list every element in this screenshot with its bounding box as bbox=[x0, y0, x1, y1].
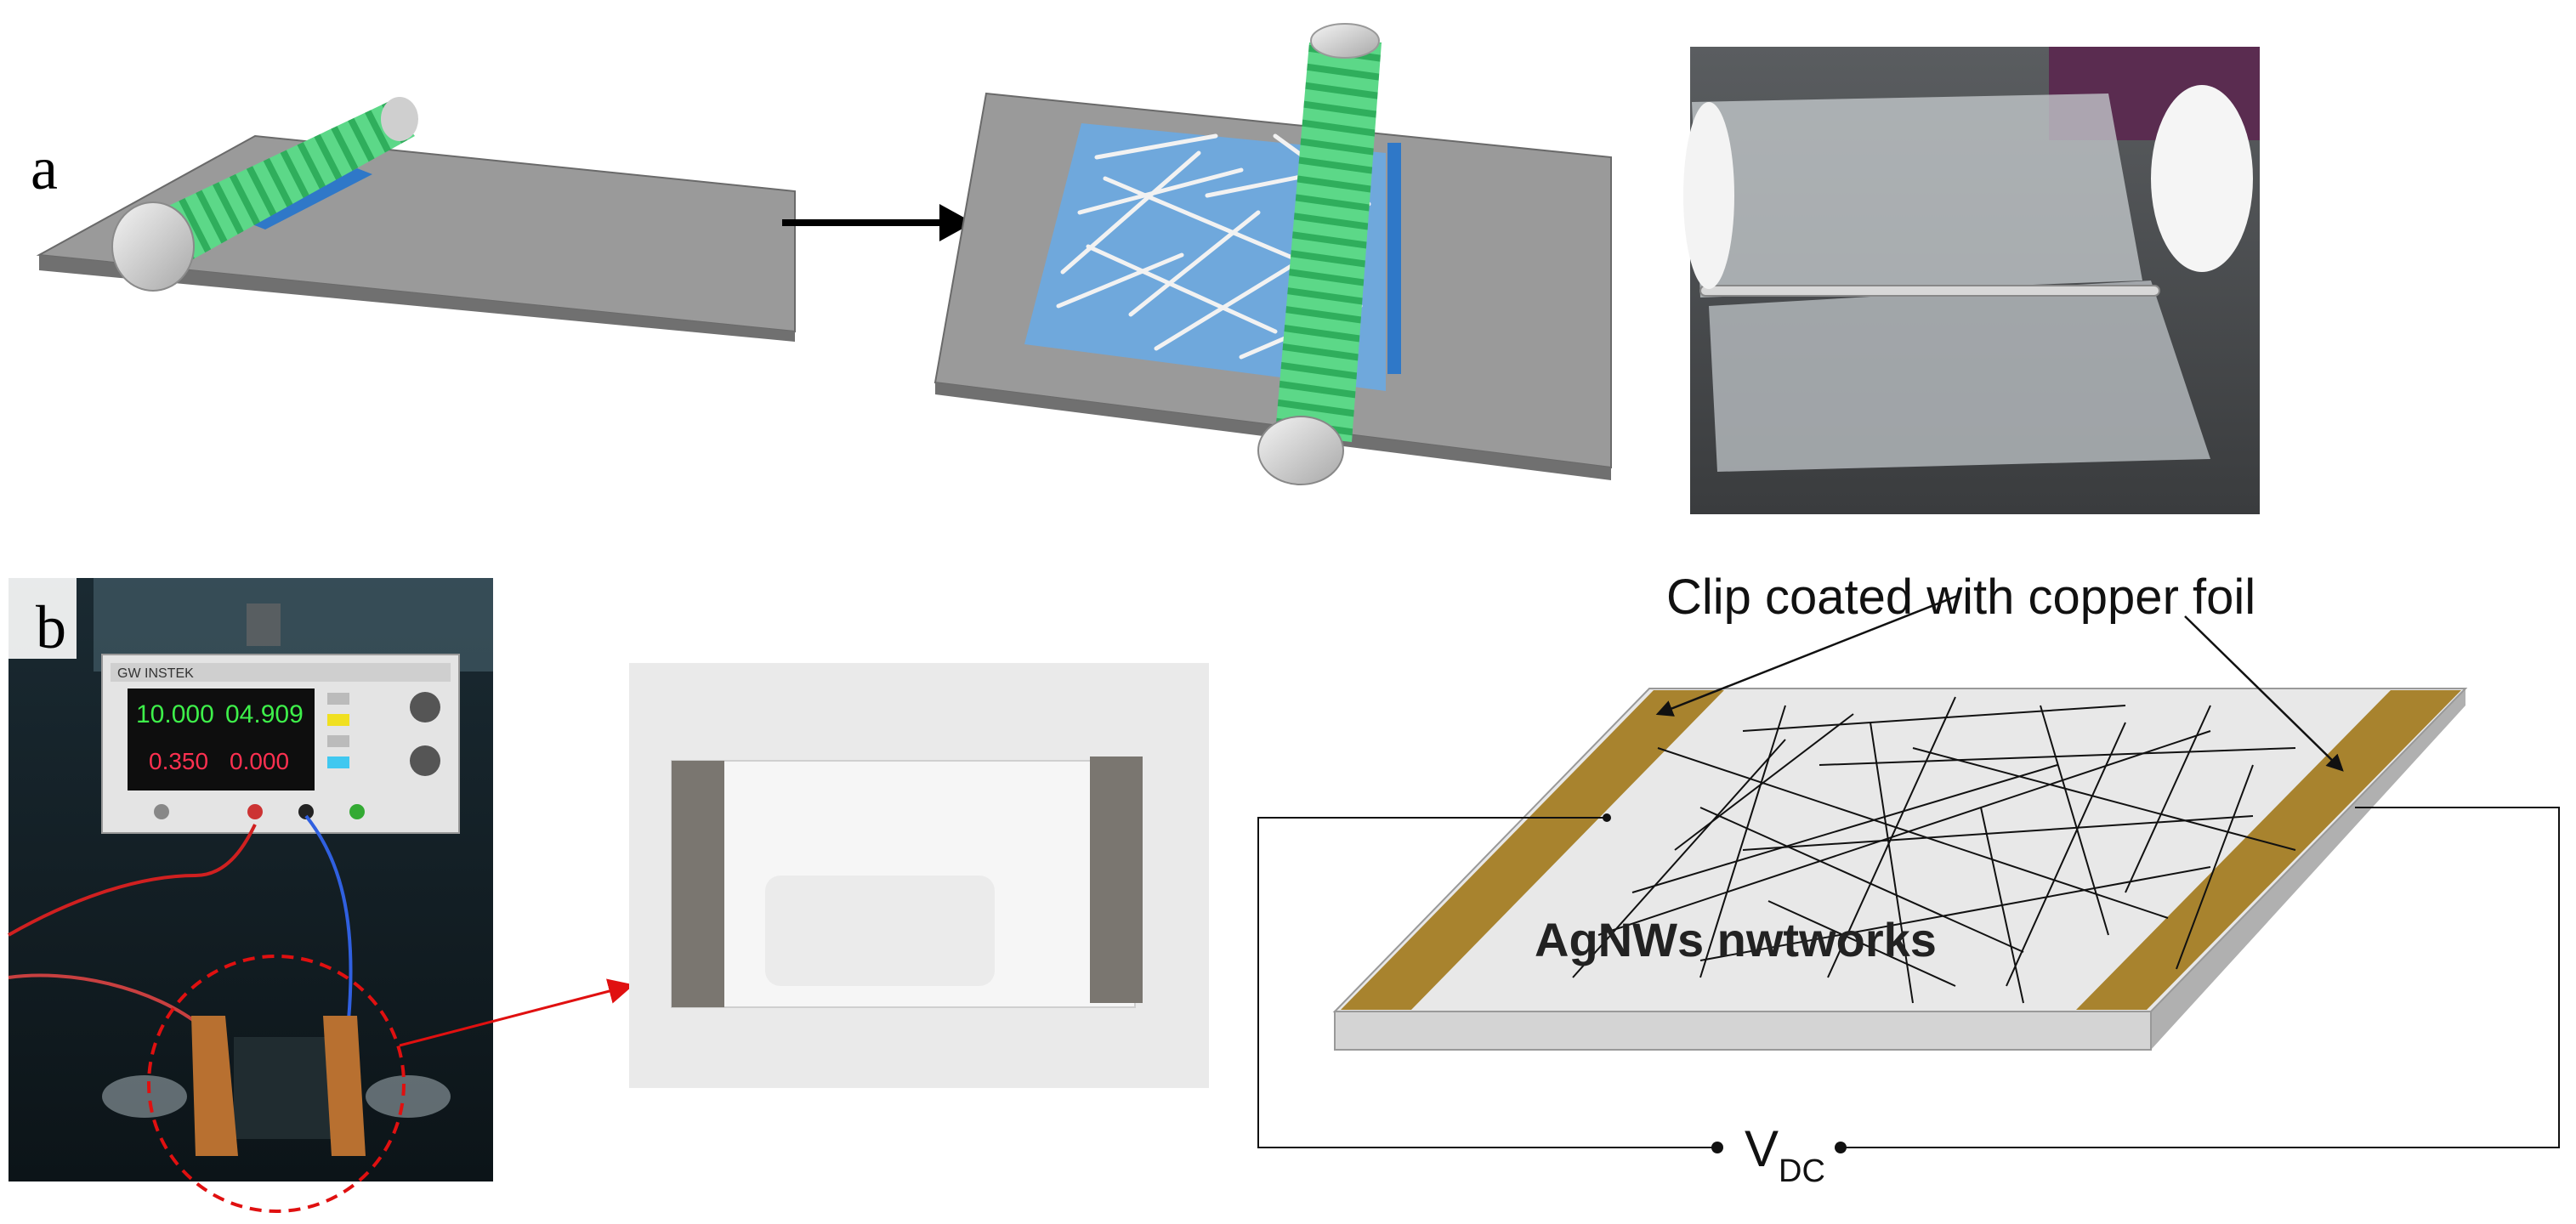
sample-with-clips bbox=[102, 1016, 451, 1156]
circuit-wires bbox=[1257, 807, 2560, 1148]
photo-power-supply-setup: GW INSTEK 10.000 04.909 0.350 0.000 bbox=[8, 578, 493, 1213]
power-supply-brand: GW INSTEK bbox=[117, 666, 194, 681]
nanowire-lines bbox=[1056, 133, 1371, 360]
power-supply-unit: GW INSTEK 10.000 04.909 0.350 0.000 bbox=[101, 604, 460, 834]
clip-label: Clip coated with copper foil bbox=[1666, 570, 2255, 625]
step1-roller bbox=[111, 97, 418, 292]
voltage-display-1: 10.000 bbox=[136, 700, 214, 728]
schematic: Clip coated with copper foil AgNWs nwtwo… bbox=[1257, 570, 2560, 1189]
process-arrow bbox=[782, 204, 973, 241]
current-display-2: 0.000 bbox=[230, 748, 289, 774]
red-wire-2 bbox=[8, 973, 206, 1030]
voltage-subscript: DC bbox=[1779, 1153, 1825, 1189]
voltage-label: VDC bbox=[1745, 1120, 1825, 1189]
photo-sample-closeup bbox=[629, 663, 1209, 1088]
terminal-left bbox=[1711, 1142, 1723, 1153]
red-wire bbox=[8, 824, 257, 937]
panel-b-label: b bbox=[36, 593, 66, 661]
network-label: AgNWs nwtworks bbox=[1535, 913, 1937, 966]
step2-roller bbox=[1257, 23, 1401, 485]
panel-a-label: a bbox=[31, 134, 58, 202]
voltage-symbol: V bbox=[1745, 1120, 1779, 1177]
leader-lines bbox=[1655, 593, 2344, 772]
copper-strip-right bbox=[2076, 690, 2461, 1010]
nanowire-network bbox=[1572, 696, 2296, 1004]
blue-wire bbox=[304, 814, 353, 1021]
contact-dot-left bbox=[1603, 813, 1611, 822]
current-display-1: 0.350 bbox=[149, 748, 208, 774]
highlight-circle bbox=[147, 955, 406, 1213]
red-arrow bbox=[399, 978, 634, 1047]
copper-strip-left bbox=[1341, 690, 1724, 1010]
voltage-display-2: 04.909 bbox=[225, 700, 304, 728]
photo-roll-coating bbox=[1683, 47, 2260, 514]
terminal-right bbox=[1835, 1142, 1847, 1153]
